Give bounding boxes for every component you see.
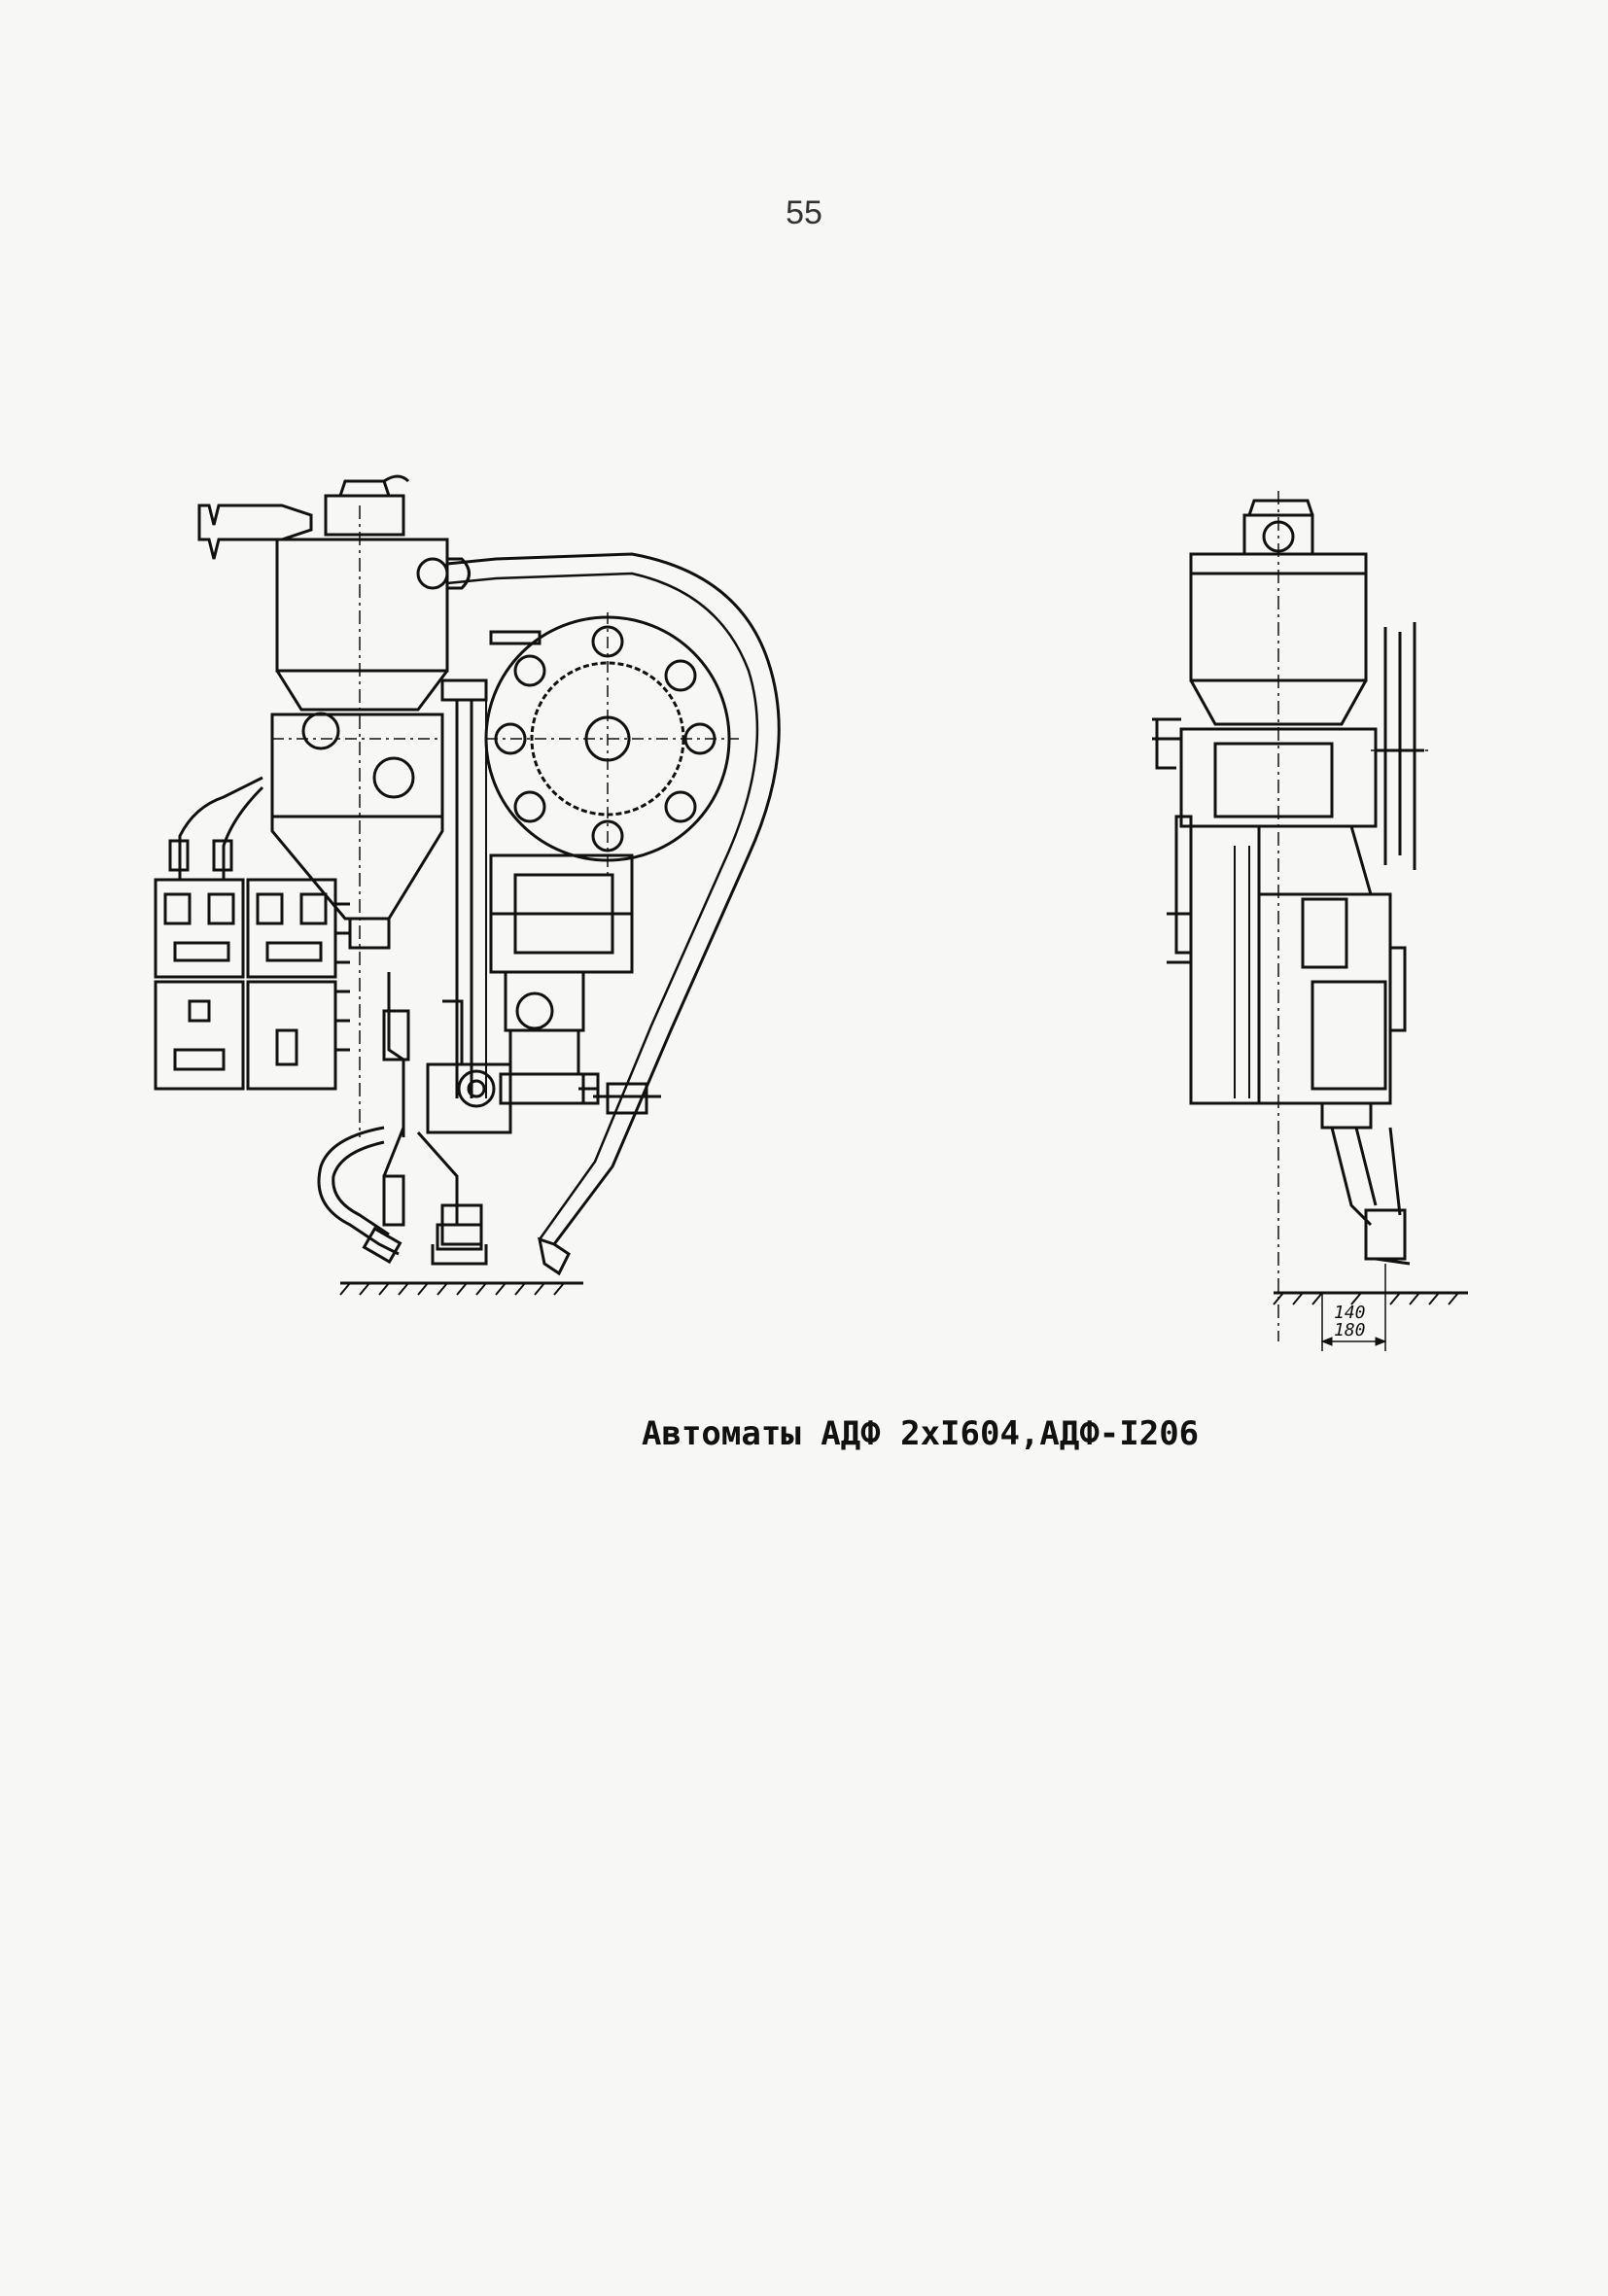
side-view-drawing — [154, 474, 781, 1296]
page-number: 55 — [786, 194, 822, 231]
dimension-label-lower: 180 — [1334, 1320, 1366, 1340]
front-view-drawing — [1152, 491, 1468, 1351]
figure-caption: Автоматы АДФ 2хI604,АДФ-I206 — [642, 1414, 1200, 1453]
dimension-label-upper: 140 — [1334, 1303, 1366, 1323]
